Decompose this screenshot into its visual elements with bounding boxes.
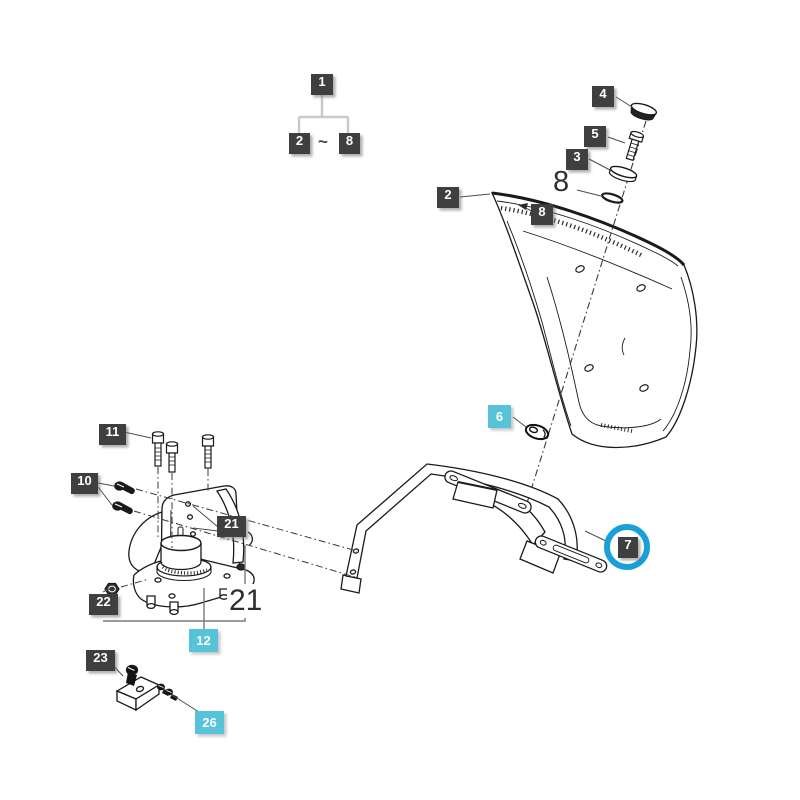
callout-21[interactable]: 21 (217, 516, 246, 537)
callout-3[interactable]: 3 (566, 149, 588, 170)
callout-11[interactable]: 11 (99, 424, 126, 445)
callout-8-range-end[interactable]: 8 (339, 133, 360, 154)
cap-drawing (630, 102, 658, 121)
mount-assembly-drawing (104, 485, 255, 616)
support-bracket-drawing (340, 463, 608, 594)
fender-drawing (490, 191, 698, 449)
bolts-drawing (151, 431, 215, 473)
callout-2-range-start[interactable]: 2 (289, 133, 310, 154)
range-separator: ~ (318, 132, 328, 151)
trim-arrowhead (518, 203, 528, 210)
assembly-axis-line (526, 120, 647, 504)
leader-lines (97, 96, 633, 713)
callout-22[interactable]: 22 (89, 594, 118, 615)
callout-6[interactable]: 6 (488, 405, 511, 428)
retainer-clip-small (247, 531, 253, 546)
washer-drawing (608, 165, 638, 183)
plugs-drawing (112, 481, 135, 515)
label-21-assembly: 21 (227, 584, 265, 618)
clip-drawing (524, 423, 550, 441)
stop-bracket-drawing (115, 664, 178, 712)
callout-7-selected[interactable]: 7 (618, 537, 638, 558)
callout-4[interactable]: 4 (592, 86, 614, 107)
screw-drawing (625, 130, 645, 162)
callout-2-fender[interactable]: 2 (437, 187, 459, 208)
dimension-lines (103, 545, 246, 629)
callout-23[interactable]: 23 (86, 650, 115, 671)
washer2-drawing (601, 192, 624, 204)
callout-8-fender-trim[interactable]: 8 (531, 204, 553, 225)
callout-12[interactable]: 12 (189, 629, 218, 652)
callout-26[interactable]: 26 (195, 711, 224, 734)
callout-10[interactable]: 10 (71, 473, 98, 494)
callout-1[interactable]: 1 (311, 74, 333, 95)
callout-5[interactable]: 5 (584, 126, 606, 147)
label-8-washer: 8 (553, 166, 570, 198)
tree-connector-lines (297, 95, 350, 133)
highlight-ring (604, 524, 650, 570)
